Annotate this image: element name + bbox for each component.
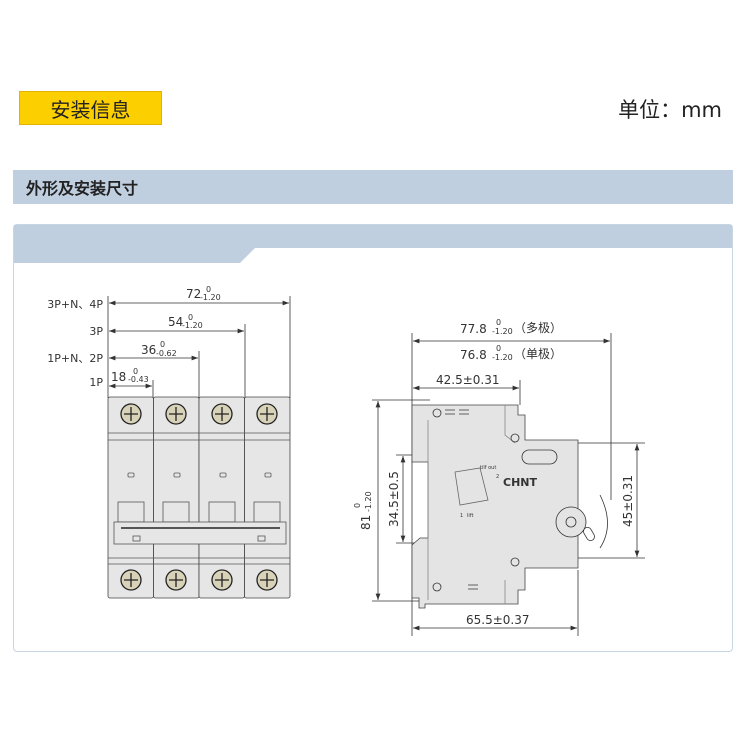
depth-single-lower: -1.20 <box>492 353 513 362</box>
rail-value: 34.5±0.5 <box>387 471 401 527</box>
dim-72-upper: 0 <box>206 285 211 294</box>
dim-36-upper: 0 <box>160 340 165 349</box>
step-1-label: 1 <box>460 513 463 519</box>
pole-label: 1P+N、2P <box>47 352 103 365</box>
dim-72-value: 72 <box>186 287 201 301</box>
section-title: 外形及安装尺寸 <box>13 170 733 204</box>
installation-info-badge: 安装信息 <box>19 91 162 125</box>
panel-header-band <box>14 225 732 263</box>
front-view <box>107 296 291 599</box>
pole-label: 1P <box>89 376 103 389</box>
side-view-labels: 77.8 0 -1.20 （多极） 76.8 0 -1.20 （单极） 42.5… <box>353 318 635 627</box>
side-view <box>372 333 645 636</box>
terminal-screw-icons <box>120 403 278 591</box>
dim-18-lower: -0.43 <box>128 375 149 384</box>
dim-54-lower: -1.20 <box>182 321 203 330</box>
depth-single-upper: 0 <box>496 344 501 353</box>
dim-36-value: 36 <box>141 343 156 357</box>
dim-54-upper: 0 <box>188 313 193 322</box>
front-depth-value: 42.5±0.31 <box>436 373 500 387</box>
trip-out-label: tilf out <box>480 465 496 471</box>
front-view-labels: 3P+N、4P 3P 1P+N、2P 1P 72 0 -1.20 54 0 -1… <box>47 285 220 389</box>
chnt-logo: CHNT <box>503 476 537 489</box>
height-upper: 0 <box>353 503 362 508</box>
front-height-value: 45±0.31 <box>621 475 635 527</box>
dim-72-lower: -1.20 <box>200 293 221 302</box>
dim-36-lower: -0.62 <box>156 349 177 358</box>
dim-54-value: 54 <box>168 315 183 329</box>
height-value: 81 <box>359 515 373 530</box>
pole-label: 3P <box>89 325 103 338</box>
depth-multi-upper: 0 <box>496 318 501 327</box>
depth-multi-lower: -1.20 <box>492 327 513 336</box>
depth-single-note: （单极） <box>514 347 562 361</box>
depth-single-value: 76.8 <box>460 348 487 362</box>
height-lower: -1.20 <box>364 491 373 512</box>
dim-18-value: 18 <box>111 370 126 384</box>
step-2-label: 2 <box>496 474 499 480</box>
depth-multi-note: （多极） <box>514 321 562 335</box>
depth-multi-value: 77.8 <box>460 322 487 336</box>
dim-18-upper: 0 <box>133 367 138 376</box>
base-width-value: 65.5±0.37 <box>466 613 530 627</box>
pole-label: 3P+N、4P <box>47 298 103 311</box>
unit-label: 单位：mm <box>618 98 722 122</box>
lift-label: lift <box>467 513 473 519</box>
